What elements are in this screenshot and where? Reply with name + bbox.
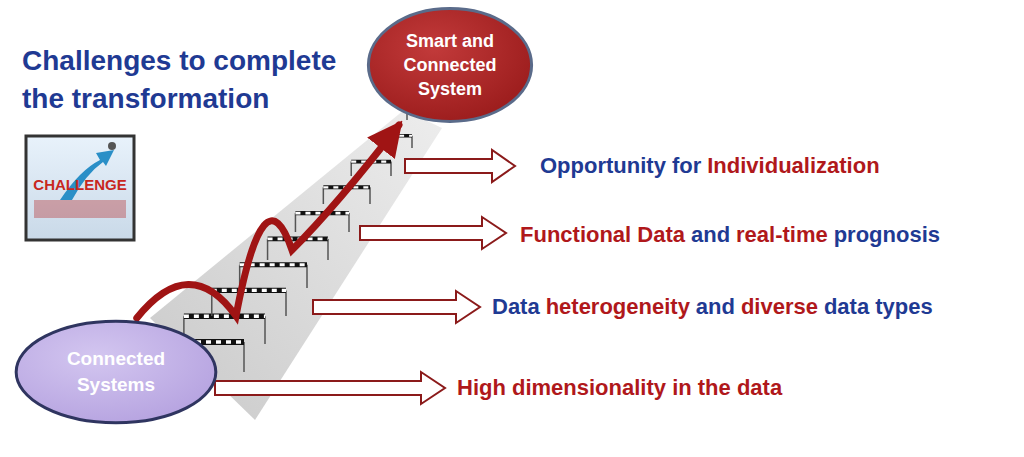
node-text-wrap: Connected Systems — [47, 346, 186, 398]
icon-base — [34, 200, 126, 218]
hurdle-leg — [327, 239, 329, 260]
hurdle-leg — [285, 290, 287, 316]
hollow-arrow — [215, 372, 445, 404]
challenge-text: heterogeneity — [546, 294, 690, 319]
ellipse-shape — [368, 9, 531, 122]
challenge-text: Individualization — [707, 153, 879, 178]
challenge-text: real-time — [736, 222, 828, 247]
challenge-line: Functional Dataandreal-timeprognosis — [518, 221, 942, 249]
ellipse-node: Connected Systems — [12, 318, 220, 426]
challenge-text: data types — [824, 294, 933, 319]
ellipse-shape — [16, 321, 216, 423]
hurdle-bar — [212, 288, 286, 293]
challenge-line: Dataheterogeneityanddiversedata types — [490, 293, 935, 321]
challenge-text: Functional Data — [520, 222, 685, 247]
challenge-icon — [26, 136, 134, 240]
hurdle-stripe — [212, 289, 286, 292]
hurdle-leg — [390, 162, 392, 176]
hurdle-leg — [323, 187, 325, 204]
challenge-text: and — [696, 294, 735, 319]
hurdle-leg — [369, 187, 371, 204]
challenge-line: High dimensionality in the data — [455, 374, 784, 402]
challenge-text: and — [691, 222, 730, 247]
ellipse-node: Smart and Connected System — [365, 5, 535, 125]
node-label: Connected Systems — [47, 346, 186, 398]
hurdle-leg — [267, 239, 269, 260]
hollow-arrow — [360, 217, 506, 249]
hurdle-leg — [295, 213, 297, 232]
icon-word: CHALLENGE — [30, 176, 130, 193]
icon-figure — [108, 142, 116, 150]
node-text-wrap: Smart and Connected System — [394, 29, 507, 101]
hurdle-bar — [184, 313, 265, 319]
hurdle-leg — [264, 316, 266, 344]
hurdle-leg — [243, 342, 245, 372]
hurdle-leg — [348, 213, 350, 232]
challenge-text: High dimensionality in the data — [457, 375, 782, 400]
hurdle-stripe — [184, 315, 265, 318]
challenge-text: Opportunity for — [540, 153, 701, 178]
title: Challenges to complete the transformatio… — [22, 42, 382, 118]
node-label: Smart and Connected System — [394, 29, 507, 101]
challenge-line: Opportunity forIndividualization — [538, 152, 882, 180]
bouncing-arrow — [137, 125, 399, 318]
hollow-arrow — [405, 150, 515, 182]
challenge-text: prognosis — [834, 222, 940, 247]
hurdle-leg — [350, 162, 352, 176]
challenge-text: diverse — [741, 294, 818, 319]
hurdle-leg — [411, 136, 413, 148]
hurdle-leg — [306, 265, 308, 288]
challenge-text: Data — [492, 294, 540, 319]
hollow-arrow — [313, 291, 480, 323]
ellipse-outline — [12, 318, 220, 426]
